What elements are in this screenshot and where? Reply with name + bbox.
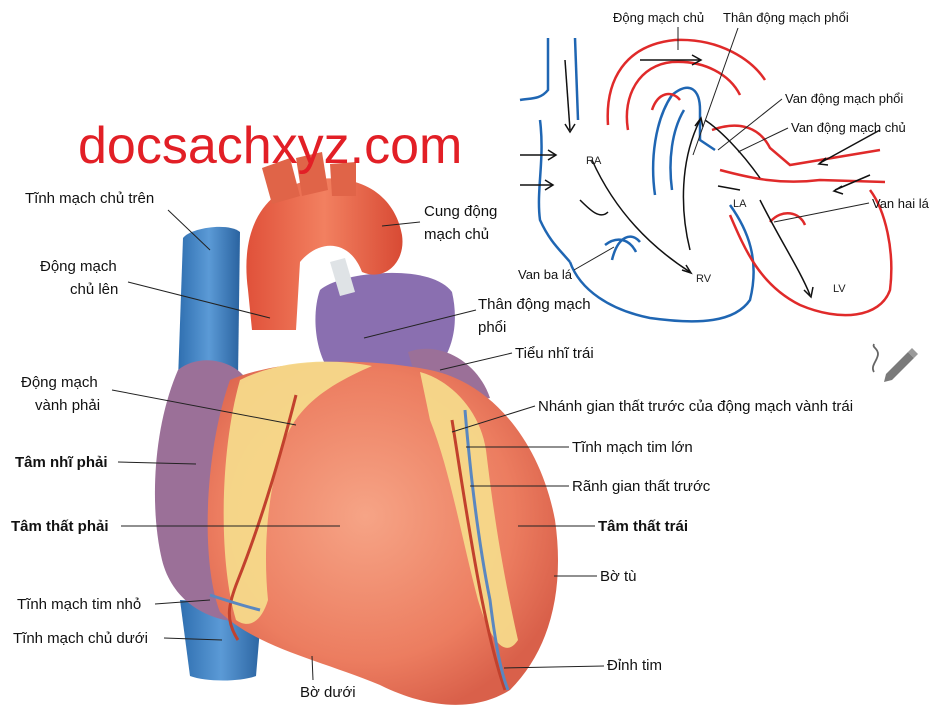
label-right-atrium: Tâm nhĩ phải: [15, 454, 108, 471]
aorta-branch-3: [330, 162, 356, 196]
inset-label-aorta: Động mạch chủ: [613, 10, 704, 25]
label-ivc: Tĩnh mạch chủ dưới: [13, 630, 148, 647]
aorta-branch-1: [262, 158, 300, 204]
label-pulm-trunk-2: phổi: [478, 319, 506, 336]
interventricular-fat: [420, 372, 518, 648]
inset-label-tricuspid: Van ba lá: [518, 267, 573, 282]
pen-edit-icon[interactable]: [872, 343, 918, 382]
label-right-ventricle: Tâm thất phải: [11, 518, 109, 535]
left-labels: Tĩnh mạch chủ trên Động mạch chủ lên Độn…: [11, 190, 356, 701]
inset-la-red: [711, 124, 881, 167]
inset-mitral-curl: [769, 212, 807, 226]
inset-aorta-red-outer: [606, 38, 767, 126]
label-great-cardiac-vein: Tĩnh mạch tim lớn: [572, 439, 693, 456]
heart-illustration: [154, 152, 558, 705]
inset-rv: RV: [696, 273, 712, 285]
label-ant-groove: Rãnh gian thất trước: [572, 478, 711, 495]
watermark-text: docsachxyz.com: [78, 117, 462, 175]
label-asc-aorta-1: Động mạch: [40, 258, 117, 275]
inset-ra-wall: [537, 119, 571, 263]
right-labels: Cung động mạch chủ Thân động mạch phổi T…: [363, 203, 853, 674]
label-left-ventricle: Tâm thất trái: [598, 518, 688, 535]
ligamentum-arteriosum: [330, 258, 355, 296]
inset-la-red-2: [719, 168, 886, 184]
label-lad: Nhánh gian thất trước của động mạch vành…: [538, 398, 853, 415]
inset-lv: LV: [833, 283, 846, 295]
inset-svc-wall-right: [573, 37, 580, 121]
inset-label-mitral: Van hai lá: [872, 196, 930, 211]
inset-lv-outline: [728, 189, 893, 317]
inset-label-aortic-valve: Van động mạch chủ: [791, 120, 906, 135]
inset-aortic-arch-red: [650, 92, 681, 111]
label-asc-aorta-2: chủ lên: [70, 281, 118, 298]
inset-flow-arrows: [520, 54, 881, 299]
inset-tricuspid-curl: [610, 235, 641, 261]
label-pulm-trunk-1: Thân động mạch: [478, 296, 591, 313]
label-inferior-margin: Bờ dưới: [300, 684, 356, 701]
aorta-branch-2: [296, 152, 328, 196]
label-rca-2: vành phải: [35, 397, 100, 414]
epicardial-fat: [223, 361, 372, 624]
inset-la: LA: [733, 198, 747, 210]
right-coronary-artery: [227, 394, 298, 641]
label-svc: Tĩnh mạch chủ trên: [25, 190, 154, 207]
inset-label-pulm-trunk: Thân động mạch phổi: [723, 10, 849, 25]
small-cardiac-vein-shape: [209, 593, 261, 612]
aortic-arch-shape: [246, 178, 403, 330]
label-obtuse-margin: Bờ tù: [600, 568, 637, 585]
inset-rv-outline: [568, 204, 755, 323]
inset-pulm-blue-2: [669, 109, 686, 191]
anterior-interventricular-branch: [450, 419, 507, 691]
label-small-cardiac-vein: Tĩnh mạch tim nhỏ: [17, 596, 141, 613]
inset-aorta-red-inner: [625, 60, 742, 131]
label-arch-2: mạch chủ: [424, 226, 489, 243]
great-cardiac-vein-shape: [463, 409, 510, 691]
inset-svc-wall-left: [519, 38, 550, 102]
superior-vena-cava: [178, 226, 240, 380]
inset-label-pulm-valve: Van động mạch phổi: [785, 91, 903, 106]
label-apex: Đỉnh tim: [607, 657, 662, 674]
label-rca-1: Động mạch: [21, 374, 98, 391]
label-arch-1: Cung động: [424, 203, 497, 220]
label-left-auricle: Tiểu nhĩ trái: [515, 345, 594, 362]
inset-ra: RA: [586, 155, 602, 167]
inset-flow-diagram: RA LA RV LV Động mạch chủ Thân động mạch…: [518, 10, 930, 323]
